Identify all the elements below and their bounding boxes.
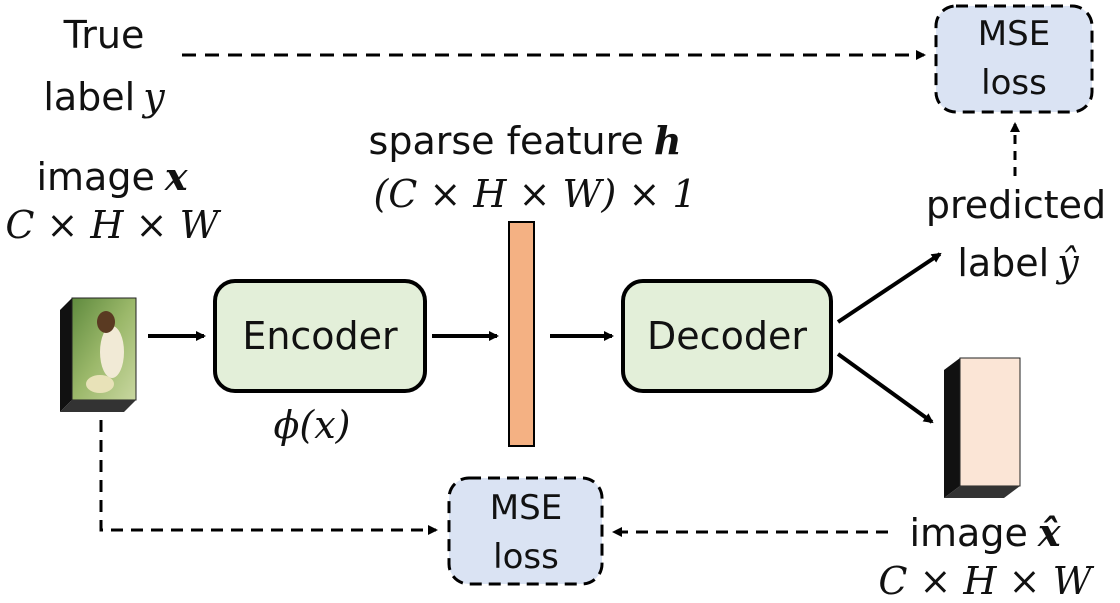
output-image-thumbnail — [944, 357, 1021, 498]
input-to-loss-arrow — [99, 420, 438, 535]
mse-loss-top-box — [934, 4, 1094, 114]
encoder-function: ϕ(x) — [274, 403, 351, 447]
decoder-to-image-arrow — [836, 352, 934, 424]
mse-loss-bottom-line2: loss — [493, 537, 559, 577]
mse-loss-bottom-box — [447, 476, 604, 586]
encoder-label: Encoder — [242, 314, 398, 358]
input-image-thumbnail — [60, 297, 137, 412]
mse-loss-top-line1: MSE — [978, 14, 1050, 54]
decoder-to-predicted-arrow — [836, 252, 942, 324]
encoder-box — [213, 279, 427, 393]
sparse-feature-bar — [508, 221, 535, 447]
mse-loss-bottom-line1: MSE — [490, 488, 562, 528]
output-image-dims: C × H × W — [878, 559, 1094, 603]
mse-loss-top-line2: loss — [981, 63, 1047, 103]
predicted-line1: predicted — [926, 183, 1106, 227]
input-image-dims: C × H × W — [5, 203, 221, 247]
decoder-label: Decoder — [647, 314, 807, 358]
true-label-line1: True — [63, 13, 145, 57]
sparse-feature-dims: (C × H × W) × 1 — [373, 172, 696, 216]
decoder-box — [621, 279, 833, 393]
